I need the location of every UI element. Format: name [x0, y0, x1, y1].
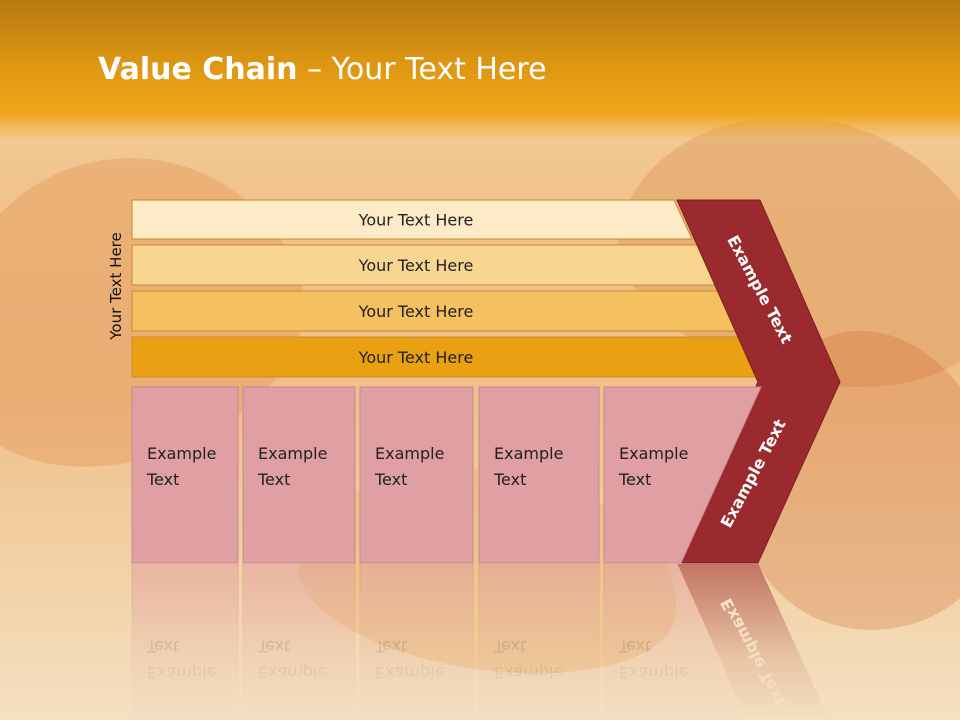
- page-title: Value Chain – Your Text Here: [98, 52, 547, 87]
- box-label-line1-3: Example: [375, 444, 444, 463]
- box-label-line1-1: Example: [147, 444, 216, 463]
- box-label-line2-5: Text: [618, 470, 651, 489]
- box-label-line2-2: Text: [257, 470, 290, 489]
- reflected-box-line2-4: Text: [493, 637, 526, 656]
- title-bold: Value Chain: [98, 52, 298, 87]
- title-bar: [0, 0, 960, 140]
- example-box-2: [242, 386, 356, 564]
- reflected-box-2: [242, 562, 356, 720]
- example-box-1: [131, 386, 239, 564]
- bar-label-1: Your Text Here: [358, 211, 474, 230]
- reflected-arrow: [677, 563, 830, 720]
- reflected-box-line1-1: Example: [147, 663, 216, 682]
- box-label-line2-4: Text: [493, 470, 526, 489]
- reflected-box-line2-5: Text: [618, 637, 651, 656]
- reflected-box-line1-3: Example: [375, 663, 444, 682]
- reflected-box-3: [359, 562, 474, 720]
- box-label-line2-1: Text: [146, 470, 179, 489]
- box-label-line1-2: Example: [258, 444, 327, 463]
- reflected-box-line1-5: Example: [619, 663, 688, 682]
- reflected-box-1: [131, 562, 239, 720]
- bar-1: [131, 199, 693, 240]
- example-box-4: [478, 386, 600, 564]
- box-label-line1-4: Example: [494, 444, 563, 463]
- bar-label-4: Your Text Here: [358, 348, 474, 367]
- reflected-box-line2-3: Text: [374, 637, 407, 656]
- reflected-box-line2-1: Text: [146, 637, 179, 656]
- reflected-box-line2-2: Text: [257, 637, 290, 656]
- box-label-line2-3: Text: [374, 470, 407, 489]
- reflected-box-4: [478, 562, 600, 720]
- reflected-box-line1-4: Example: [494, 663, 563, 682]
- reflected-box-line1-2: Example: [258, 663, 327, 682]
- title-rest: – Your Text Here: [297, 52, 547, 87]
- bar-label-2: Your Text Here: [358, 256, 474, 275]
- bar-label-3: Your Text Here: [358, 302, 474, 321]
- box-label-line1-5: Example: [619, 444, 688, 463]
- example-box-3: [359, 386, 474, 564]
